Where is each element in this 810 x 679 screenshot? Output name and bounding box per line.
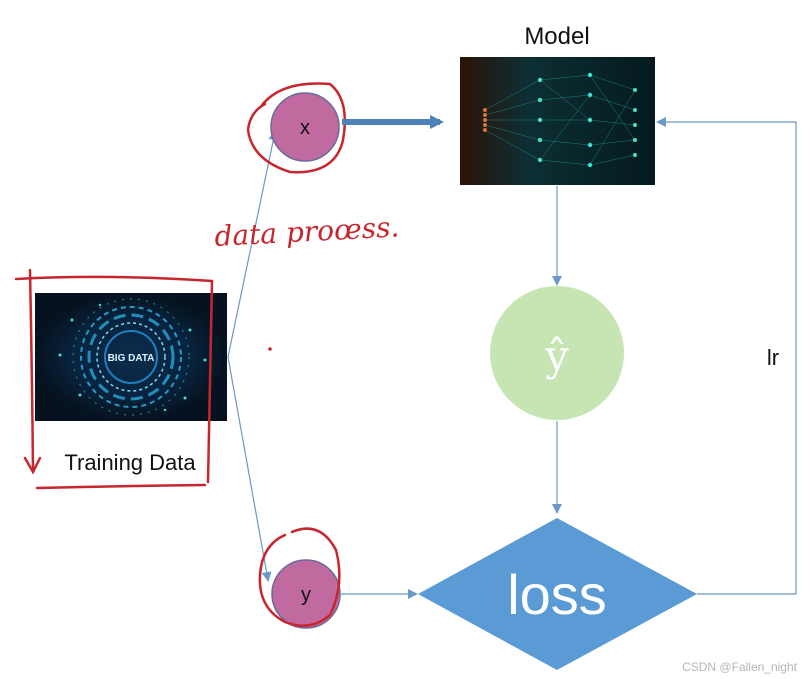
handwritten-annotation: data proœss. [214,210,400,253]
big-data-rings [72,298,190,416]
y-node [271,559,341,629]
loss-node [418,518,697,670]
handwritten-dot [268,347,272,351]
loss-label: loss [507,563,607,626]
lr-label: lr [767,345,779,370]
watermark: CSDN @Fallen_night [682,660,798,674]
big-data-caption: BIG DATA [108,353,155,364]
handwritten-circle-x [246,82,347,174]
training-data-image: BIG DATA [35,293,227,421]
x-node [270,92,340,162]
model-image [460,57,655,185]
edge-data-to-x [227,130,279,358]
y-label: y [301,584,311,606]
x-label: x [300,117,310,139]
yhat-label: ŷ [544,331,569,380]
training-data-label: Training Data [64,450,196,475]
yhat-node [490,286,624,420]
edge-loss-to-model [656,117,797,595]
network-edges [484,74,636,166]
big-data-dots [58,303,207,412]
handwritten-box-training [14,268,214,490]
network-nodes [483,72,637,168]
model-label: Model [524,23,589,50]
handwritten-circle-y [258,527,341,627]
edge-data-to-y [227,356,272,582]
